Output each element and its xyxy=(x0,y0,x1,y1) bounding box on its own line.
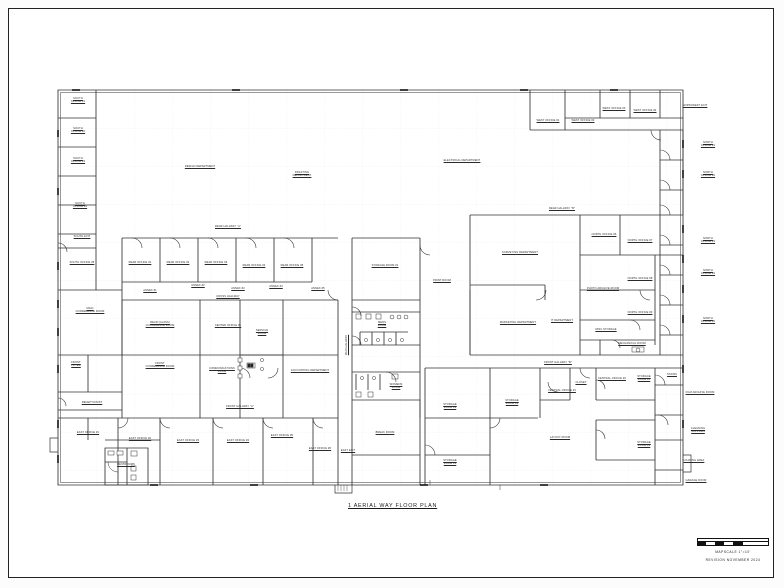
room-label-storage-room-1: STORAGE ROOM #1 xyxy=(371,264,399,267)
room-label-it-department: IT DEPARTMENT xyxy=(550,319,574,322)
room-label-rear-office-1: REAR OFFICE #1 xyxy=(128,261,152,264)
room-label-east-office-1: EAST OFFICE #1 xyxy=(76,431,100,434)
plan-grid xyxy=(58,90,683,485)
room-label-south-office-4: SOUTH OFFICE #4 xyxy=(72,202,88,208)
room-label-annex-4: ANNEX #4 xyxy=(269,285,283,288)
room-label-main-conference-room: MAIN CONFERENCE ROOM xyxy=(75,307,105,313)
room-label-central-office-2: CENTRAL OFFICE #2 xyxy=(598,377,626,380)
room-label-rear-hallway-a: REAR HALLWAY "A" xyxy=(214,225,242,228)
room-label-restrooms: RESTROOMS xyxy=(117,463,135,466)
room-label-annex-1: ANNEX #1 xyxy=(143,289,157,292)
plan-walls xyxy=(49,89,692,494)
room-label-rear-glass-conference-room: REAR (GLASS) CONFERENCE ROOM xyxy=(145,321,175,327)
room-label-cross-hallway: CROSS HALLWAY xyxy=(216,295,240,298)
room-label-east-office-4: EAST OFFICE #4 xyxy=(226,439,250,442)
room-label-annex-3: ANNEX #3 xyxy=(231,287,245,290)
room-label-rear-hallway-b: REAR HALLWAY "B" xyxy=(548,207,576,210)
room-label-storage-room-6: STORAGE ROOM #6 xyxy=(637,441,651,447)
room-label-surveying-department: SURVEYING DEPARTMENT xyxy=(502,251,538,254)
room-label-front-foyer: FRONT FOYER xyxy=(71,361,81,367)
room-label-north-office-3: NORTH OFFICE #3 xyxy=(700,237,716,243)
room-label-misc-storage: MISC STORAGE xyxy=(595,328,617,331)
room-label-storage-room-5: STORAGE ROOM #5 xyxy=(637,375,651,381)
room-label-north-office-7: NORTH OFFICE #7 xyxy=(627,239,653,242)
room-label-garage-door: GARAGE DOOR xyxy=(685,479,707,482)
room-label-break-room: BREAK ROOM xyxy=(375,431,395,434)
room-label-accounting-department: ACCOUNTING DEPARTMENT xyxy=(290,369,330,372)
room-label-north-office-1: NORTH OFFICE #1 xyxy=(700,141,716,147)
room-label-communications-room: COMMUNICATIONS ROOM xyxy=(209,367,235,373)
room-label-north-office-6: NORTH OFFICE #6 xyxy=(591,233,617,236)
room-label-north-office-8: NORTH OFFICE #8 xyxy=(627,277,653,280)
room-label-electrical-department: ELECTRICAL DEPARTMENT xyxy=(443,159,481,162)
room-label-stairs: STAIRS xyxy=(667,373,677,376)
room-label-film-archive-room: FILM ARCHIVE ROOM xyxy=(685,391,715,394)
room-label-drafting-department: DRAFTING DEPARTMENT xyxy=(292,171,312,177)
plan-title: 1 AERIAL WAY FLOOR PLAN xyxy=(348,503,438,509)
room-label-front-hallway-a: FRONT HALLWAY "A" xyxy=(226,405,254,408)
room-label-south-office-1: SOUTH OFFICE #1 xyxy=(70,97,86,103)
scale-text: MAPSCALE 1"=10' xyxy=(715,550,751,554)
room-label-service-room: SERVICE ROOM xyxy=(255,329,269,335)
room-label-photo-archive-room: PHOTO ARCHIVE ROOM xyxy=(586,287,620,290)
room-label-storage-room-4: STORAGE ROOM #4 xyxy=(505,399,519,405)
room-label-annex-2: ANNEX #2 xyxy=(191,284,205,287)
room-label-east-exit: EAST EXIT xyxy=(340,449,356,452)
room-label-storage-room-3: STORAGE ROOM #3 xyxy=(443,459,457,465)
room-label-south-office-2: SOUTH OFFICE #2 xyxy=(70,127,86,133)
room-label-northwest-exit: NORTHWEST EXIT xyxy=(682,104,708,107)
room-label-south-office-3: SOUTH OFFICE #3 xyxy=(70,157,86,163)
room-label-north-office-2: NORTH OFFICE #2 xyxy=(700,171,716,177)
room-label-loading-area: LOADING AREA xyxy=(683,459,705,462)
room-label-layout-room: LAYOUT ROOM xyxy=(549,436,571,439)
room-label-main-hallway: MAIN HALLWAY xyxy=(345,334,348,356)
room-label-print-room: PRINT ROOM xyxy=(433,279,451,282)
room-label-rear-office-4: REAR OFFICE #4 xyxy=(242,264,266,267)
room-label-rear-office-3: REAR OFFICE #3 xyxy=(204,261,228,264)
room-label-rear-office-2: REAR OFFICE #2 xyxy=(166,261,190,264)
room-label-north-office-9: NORTH OFFICE #9 xyxy=(627,311,653,314)
room-label-mechanical-room: MECHANICAL ROOM xyxy=(618,342,646,345)
room-label-womens-room: WOMENS ROOM xyxy=(389,383,403,389)
room-label-east-office-5: EAST OFFICE #5 xyxy=(270,434,294,437)
room-label-mens-room: MENS ROOM xyxy=(377,321,387,327)
room-label-south-office-5: SOUTH OFFICE #5 xyxy=(69,261,95,264)
room-label-west-office-2: WEST OFFICE #2 xyxy=(571,119,595,122)
room-label-marketing-department: MARKETING DEPARTMENT xyxy=(499,321,537,324)
room-label-east-office-3: EAST OFFICE #3 xyxy=(176,439,200,442)
room-label-west-office-3: WEST OFFICE #3 xyxy=(602,107,626,110)
room-label-west-office-4: WEST OFFICE #4 xyxy=(633,109,657,112)
room-label-east-office-2: EAST OFFICE #2 xyxy=(128,437,152,440)
room-label-storage-room-2: STORAGE ROOM #2 xyxy=(443,403,457,409)
room-label-design-department: DESIGN DEPARTMENT xyxy=(184,165,216,168)
room-label-west-office-1: WEST OFFICE #1 xyxy=(536,119,560,122)
room-label-central-office-1: CENTRAL OFFICE #1 xyxy=(548,389,576,392)
room-label-rear-office-5: REAR OFFICE #5 xyxy=(280,264,304,267)
room-label-receptionist: RECEPTIONIST xyxy=(81,401,103,404)
room-label-cleaning-supplies: CLEANING SUPPLIES xyxy=(690,427,706,433)
room-label-north-office-4: NORTH OFFICE #4 xyxy=(700,269,716,275)
room-label-east-office-6: EAST OFFICE #6 xyxy=(308,447,332,450)
room-label-closet: CLOSET xyxy=(575,381,587,384)
room-label-center-office: CENTER OFFICE #1 xyxy=(214,324,242,327)
room-label-front-conference-room: FRONT CONFERENCE ROOM xyxy=(145,362,175,368)
room-label-south-exit: SOUTH EXIT xyxy=(73,235,91,238)
room-label-front-hallway-b: FRONT HALLWAY "B" xyxy=(544,361,572,364)
revision-text: REVISION NOVEMBER 2024 xyxy=(705,558,761,562)
room-label-annex-5: ANNEX #5 xyxy=(311,287,325,290)
room-label-north-office-5: NORTH OFFICE #5 xyxy=(700,317,716,323)
